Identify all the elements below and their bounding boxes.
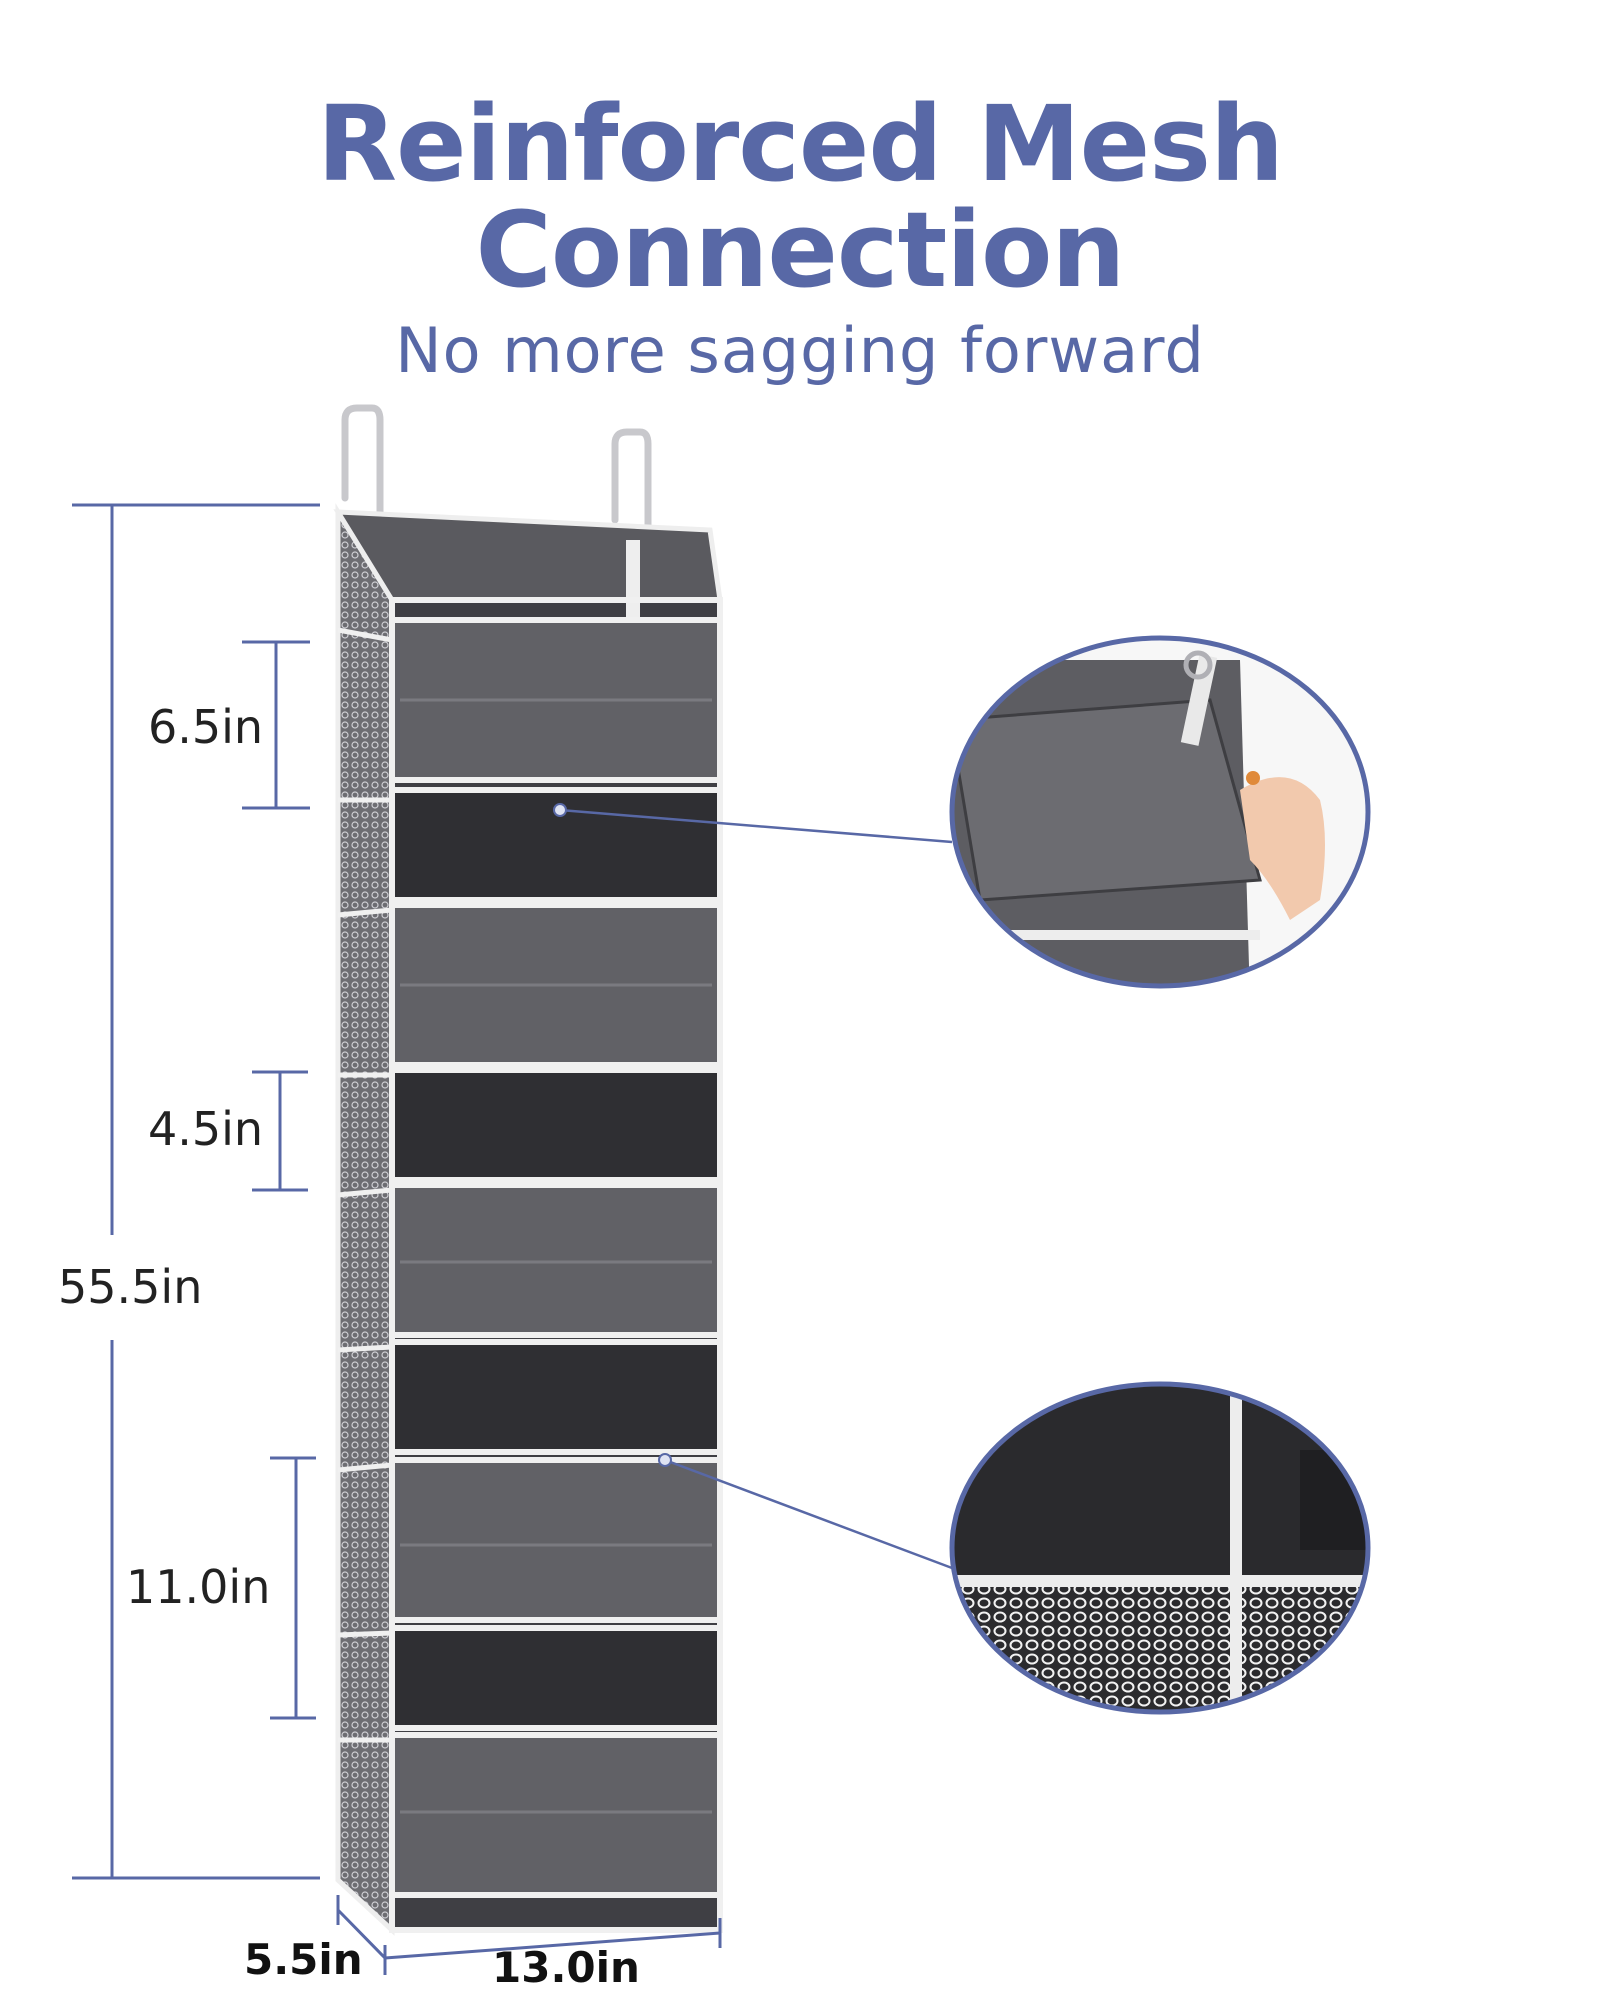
- depth-label: 5.5in: [244, 1935, 363, 1984]
- callout-lines: [559, 808, 953, 1570]
- total-height-label: 55.5in: [58, 1260, 203, 1314]
- organizer: [333, 503, 723, 1936]
- bottom-pocket-height-label: 11.0in: [126, 1560, 271, 1614]
- width-label: 13.0in: [492, 1943, 640, 1992]
- detail-zoom-bottom: [949, 1381, 1371, 1715]
- top-pocket-height-label: 6.5in: [148, 700, 264, 754]
- subtitle: No more sagging forward: [395, 314, 1205, 387]
- detail-zoom-top: [949, 635, 1371, 989]
- title-line-1: Reinforced Mesh: [316, 83, 1284, 205]
- middle-pocket-height-label: 4.5in: [148, 1102, 264, 1156]
- page-title: Reinforced Mesh Connection: [0, 92, 1600, 302]
- title-line-2: Connection: [475, 189, 1126, 311]
- dimension-lines: [72, 503, 722, 1975]
